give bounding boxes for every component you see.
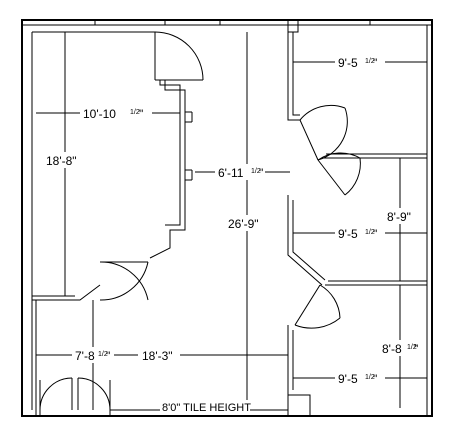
label-bottom-width: 18'-3"	[142, 349, 173, 363]
label-corridor-width-frac: 1/2	[251, 168, 261, 175]
right-bottom-door	[294, 284, 341, 329]
label-room-bottom-right-height-frac: 1/2	[407, 344, 417, 351]
right-rooms-walls	[322, 153, 427, 286]
svg-text:": "	[414, 342, 418, 356]
outer-walls	[21, 19, 433, 417]
label-corridor-width: 6'-11	[218, 166, 244, 180]
label-room-bottom-right-width-frac: 1/2	[365, 374, 375, 381]
dimension-labels: 10'-10 1/2 " 18'-8" 6'-11 1/2 " 26'-9" 9…	[44, 54, 422, 414]
label-room-mid-right-width: 9'-5	[338, 227, 358, 241]
label-entry-width: 7'-8	[75, 349, 95, 363]
left-room-bottom-door	[99, 261, 149, 301]
label-room-top-right-width-frac: 1/2	[365, 58, 375, 65]
svg-text:": "	[259, 166, 263, 180]
corridor-walls	[287, 19, 326, 417]
label-tile-height-note: 8'0" TILE HEIGHT	[162, 402, 251, 414]
right-top-door	[299, 104, 348, 161]
left-room-top-door	[154, 31, 204, 81]
svg-text:": "	[373, 372, 377, 386]
label-room-top-right-width: 9'-5	[338, 56, 358, 70]
label-room-height-left: 18'-8"	[46, 154, 77, 168]
label-room-bottom-right-height: 8'-8	[382, 342, 402, 356]
left-room-walls	[32, 31, 193, 301]
label-room-mid-right-height: 8'-9"	[387, 210, 411, 224]
label-entry-width-frac: 1/2	[98, 351, 108, 358]
right-mid-door	[317, 152, 361, 196]
label-room-mid-right-width-frac: 1/2	[365, 229, 375, 236]
svg-text:": "	[139, 107, 143, 121]
label-room-width-left: 10'-10	[83, 107, 116, 121]
label-room-width-left-frac: 1/2	[130, 109, 140, 116]
svg-text:": "	[373, 56, 377, 70]
label-overall-height: 26'-9"	[228, 217, 259, 231]
label-room-bottom-right-width: 9'-5	[338, 372, 358, 386]
svg-text:": "	[106, 349, 110, 363]
svg-text:": "	[373, 227, 377, 241]
